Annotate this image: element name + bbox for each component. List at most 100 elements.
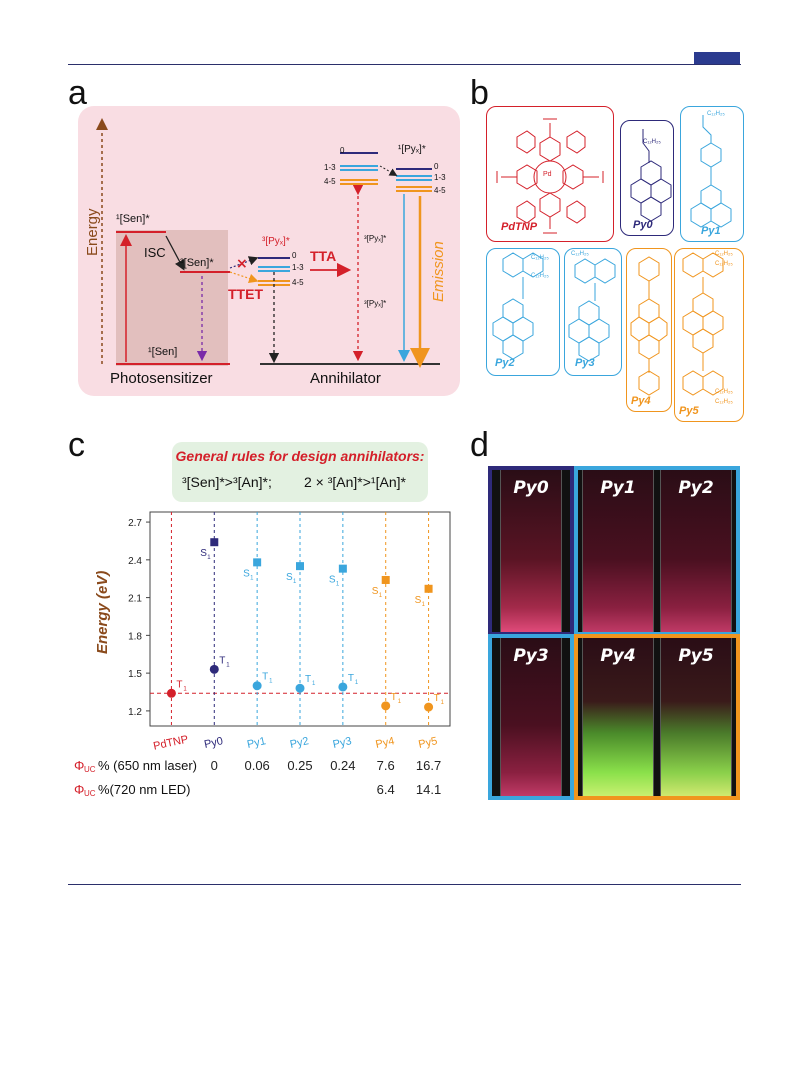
ttet-label: TTET	[228, 286, 263, 302]
y-tick-label: 2.7	[128, 518, 142, 529]
sen-ground-label: ¹[Sen]	[148, 346, 178, 358]
singlet-level-45: 4-5	[324, 177, 336, 186]
energy-axis-label: Energy	[84, 208, 101, 256]
t1-point	[209, 664, 219, 674]
footer-rule	[68, 884, 741, 885]
singlet-level-13: 1-3	[324, 163, 336, 172]
t1-point-sub: 1	[269, 679, 273, 685]
phi-laser-row: Φ UC % (650 nm laser)	[74, 758, 464, 778]
panel-letter-d: d	[470, 426, 489, 464]
phi-led-text: %(720 nm LED)	[98, 782, 191, 797]
py2-c12h25-2: C₁₂H₂₅	[531, 273, 549, 279]
phi-laser-text: % (650 nm laser)	[98, 758, 197, 773]
t1-point-label: T	[434, 693, 440, 704]
isc-label: ISC	[144, 245, 166, 260]
phi-led-row: Φ UC %(720 nm LED)	[74, 782, 464, 802]
py5-c12h25-4: C₁₂H₂₅	[715, 399, 733, 405]
t1-point	[381, 701, 391, 711]
t1-point-label: T	[176, 679, 182, 690]
t1-point-label: T	[348, 673, 354, 684]
py-triplet-small-2: ³[Pyₓ]*	[364, 299, 387, 308]
chart-ylabel: Energy (eV)	[94, 570, 111, 654]
s1-point-label: S	[243, 568, 250, 579]
vial-py0: Py0	[500, 470, 562, 632]
s1-point	[253, 558, 262, 567]
s1-point	[210, 538, 219, 547]
t1-point	[295, 683, 305, 693]
tta-label: TTA	[310, 248, 337, 264]
vial-py4: Py4	[582, 638, 654, 796]
triplet-level-0: 0	[292, 251, 297, 260]
phi-laser-sub: UC	[84, 765, 96, 774]
y-tick-label: 2.4	[128, 556, 142, 567]
rules-title: General rules for design annihilators:	[175, 448, 425, 464]
vial-label-py5: Py5	[678, 646, 714, 666]
py4-box: Py4	[626, 248, 672, 412]
panel-a-energy-diagram: × Energy ¹[Sen]* ³[Sen]* ¹[Sen] ISC TTET…	[78, 106, 460, 396]
x-tick-label: Py4	[375, 735, 396, 751]
t1-point	[252, 681, 262, 691]
x-tick-label: PdTNP	[152, 734, 189, 753]
t1-point-label: T	[391, 692, 397, 703]
vial-label-py4: Py4	[600, 646, 636, 666]
vial-py2: Py2	[660, 470, 732, 632]
vial-label-py2: Py2	[678, 478, 714, 498]
t1-point-label: T	[219, 655, 225, 666]
py2-label: Py2	[495, 357, 515, 369]
x-tick-label: Py5	[417, 735, 438, 751]
right-level-13: 1-3	[434, 173, 446, 182]
phi-laser-value: 0	[210, 758, 218, 773]
py5-label: Py5	[679, 405, 699, 417]
right-level-45: 4-5	[434, 186, 446, 195]
vial-py1: Py1	[582, 470, 654, 632]
panel-d-photos: Py0 Py1 Py2 Py3 Py4 Py5	[488, 466, 740, 822]
photo-py0: Py0	[488, 466, 574, 636]
py2-c12h25-1: C₁₂H₂₅	[531, 255, 549, 261]
pdtnp-structure	[496, 118, 604, 234]
x-tick-label: Py0	[203, 735, 224, 751]
py4-label: Py4	[631, 395, 651, 407]
s1-point-sub: 1	[207, 555, 211, 561]
t1-point	[166, 688, 176, 698]
py0-c12h25: C₁₂H₂₅	[643, 139, 661, 145]
energy-diagram-svg: ×	[78, 106, 460, 396]
phi-laser-value: 0.25	[287, 758, 313, 773]
s1-point	[338, 564, 347, 573]
vial-py5: Py5	[660, 638, 732, 796]
t1-point-sub: 1	[226, 662, 230, 668]
y-tick-label: 1.2	[128, 707, 142, 718]
py0-label: Py0	[633, 219, 653, 231]
py1-label: Py1	[701, 225, 721, 237]
py3-box: C₁₂H₂₅ Py3	[564, 248, 622, 376]
phi-laser-symbol: Φ	[74, 758, 85, 773]
py3-label: Py3	[575, 357, 595, 369]
photo-py4-py5: Py4 Py5	[574, 634, 740, 800]
py5-box: C₁₂H₂₅ C₁₂H₂₅ C₁₂H₂₅ C₁₂H₂₅ Py5	[674, 248, 744, 422]
s1-point-sub: 1	[336, 582, 340, 588]
phi-laser-value: 0.06	[244, 758, 270, 773]
svg-text:×: ×	[236, 256, 248, 272]
header-tab	[694, 52, 740, 64]
phi-led-symbol: Φ	[74, 782, 85, 797]
singlet-level-0: 0	[340, 146, 345, 155]
py3-structure	[568, 258, 616, 362]
y-tick-label: 2.1	[128, 594, 142, 605]
triplet-level-13: 1-3	[292, 263, 304, 272]
panel-letter-c: c	[68, 426, 85, 464]
s1-point-label: S	[329, 575, 336, 586]
py0-structure	[630, 129, 672, 222]
py0-box: C₁₂H₂₅ Py0	[620, 120, 674, 236]
photo-py3: Py3	[488, 634, 574, 800]
pd-label: Pd	[543, 171, 552, 178]
s1-point-label: S	[372, 586, 379, 597]
py1-box: C₁₂H₂₅ Py1	[680, 106, 744, 242]
x-tick-label: Py3	[332, 735, 353, 751]
vial-label-py1: Py1	[600, 478, 636, 498]
phi-laser-value: 0.24	[330, 758, 356, 773]
phi-led-value: 6.4	[376, 782, 395, 797]
py-triplet-small-1: ³[Pyₓ]*	[364, 234, 387, 243]
py5-c12h25-1: C₁₂H₂₅	[715, 251, 733, 257]
